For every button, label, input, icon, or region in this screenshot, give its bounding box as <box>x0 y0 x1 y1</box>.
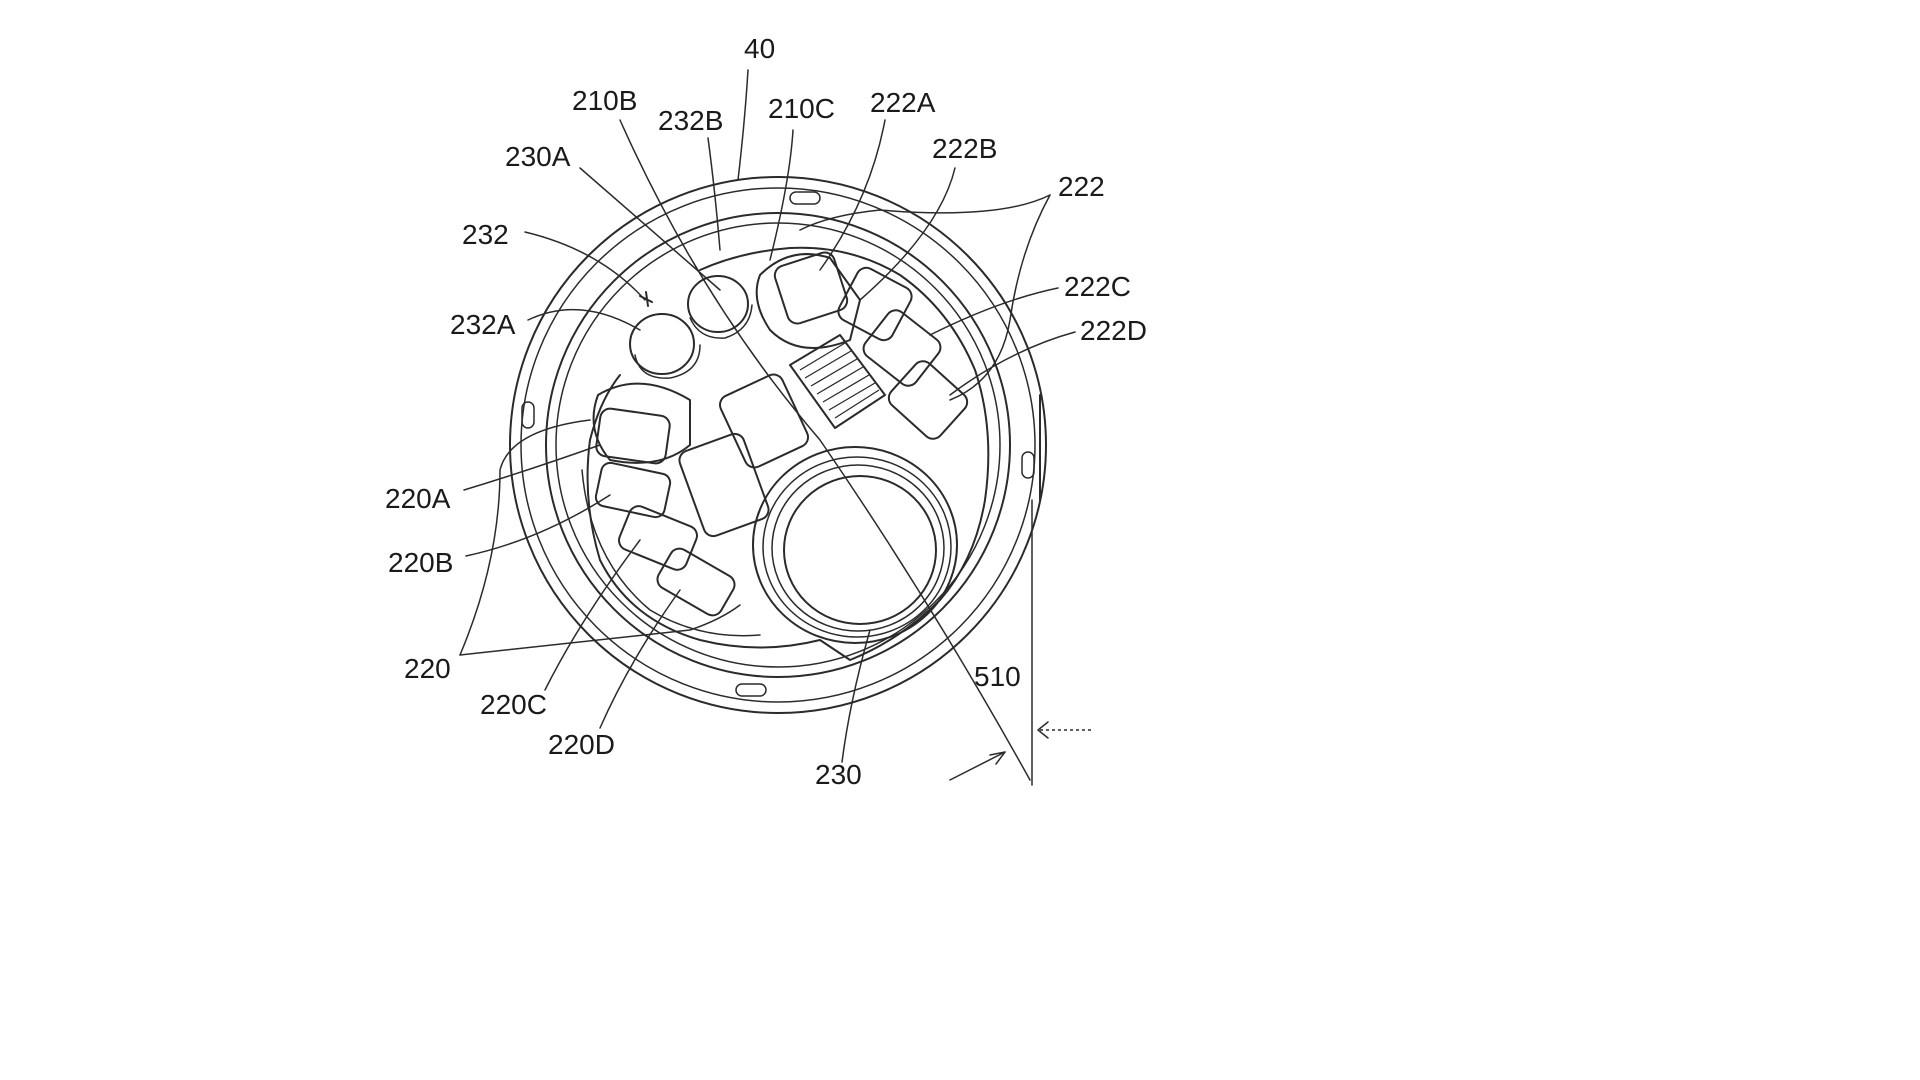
leader-222-top <box>799 194 1051 231</box>
element-232A-base <box>634 344 701 379</box>
outer-ring-inner-edge <box>520 187 1036 703</box>
right-notch <box>1021 451 1035 479</box>
inner-ring <box>545 212 1011 678</box>
label-220C: 220C <box>480 689 547 720</box>
outer-ring <box>509 176 1047 714</box>
outer-housing <box>509 176 1047 714</box>
leader-232B <box>707 137 721 251</box>
element-232A <box>629 313 695 375</box>
left-notch <box>521 401 535 429</box>
conductor-222B <box>837 266 913 342</box>
dimension-510-arrowhead-right <box>1037 721 1049 739</box>
leader-220-right <box>459 604 741 656</box>
label-222: 222 <box>1058 171 1105 202</box>
hatched-block-lines <box>799 342 880 419</box>
label-210B: 210B <box>572 85 637 116</box>
tube-ring-3 <box>771 464 945 632</box>
label-220D: 220D <box>548 729 615 760</box>
tube-outer <box>752 446 958 644</box>
conductor-222A <box>773 251 849 325</box>
label-210C: 210C <box>768 93 835 124</box>
leader-220D <box>599 589 681 729</box>
label-230: 230 <box>815 759 862 790</box>
conductor-group-222 <box>755 251 969 440</box>
leader-232 <box>524 231 646 301</box>
label-222C: 222C <box>1064 271 1131 302</box>
label-222D: 222D <box>1080 315 1147 346</box>
label-232: 232 <box>462 219 509 250</box>
hatched-block <box>789 334 886 429</box>
center-block-lower <box>678 432 770 538</box>
leader-220A <box>463 444 601 491</box>
marker-cross <box>639 291 653 307</box>
leader-210C <box>769 129 794 261</box>
tube-inner <box>783 475 937 625</box>
bottom-notch <box>735 683 767 697</box>
group-220-shell-top <box>592 382 691 464</box>
conductor-220D <box>656 547 736 617</box>
conductor-222C <box>862 309 942 387</box>
conductor-group-220 <box>581 382 761 637</box>
leader-220-up <box>459 419 591 656</box>
group-222-shell <box>755 253 861 349</box>
leader-220B <box>465 494 611 557</box>
group-220-shell-outer <box>581 469 761 637</box>
center-block-upper <box>718 373 810 469</box>
leader-lines <box>459 69 1076 763</box>
tube-230 <box>752 446 958 644</box>
dimension-lines <box>619 119 1092 786</box>
leader-222D <box>949 331 1076 396</box>
conductor-220C <box>618 505 698 571</box>
element-232B-base <box>689 304 753 339</box>
conductor-220A <box>595 407 671 465</box>
tube-ring-2 <box>762 456 952 638</box>
leader-40 <box>737 69 749 181</box>
leader-222-bottom <box>949 194 1051 401</box>
center-blocks <box>678 373 810 538</box>
label-232B: 232B <box>658 105 723 136</box>
line-210B <box>619 119 1031 781</box>
leader-222B <box>859 167 956 301</box>
label-222A: 222A <box>870 87 936 118</box>
dimension-510-arrow-left <box>949 751 1006 781</box>
leader-222A <box>819 119 886 271</box>
leader-230A <box>579 167 721 291</box>
fiber-pair-232 <box>629 275 753 379</box>
label-220A: 220A <box>385 483 451 514</box>
reference-labels: 40 210B 232B 210C 222A 222B 222 230A 232… <box>385 33 1147 790</box>
conductor-222D <box>887 360 969 440</box>
leader-220C <box>544 539 641 691</box>
label-220B: 220B <box>388 547 453 578</box>
label-220: 220 <box>404 653 451 684</box>
hatched-block-outline <box>789 334 886 429</box>
leader-222C <box>929 287 1059 336</box>
label-222B: 222B <box>932 133 997 164</box>
label-230A: 230A <box>505 141 571 172</box>
element-232B <box>687 275 749 333</box>
label-40: 40 <box>744 33 775 64</box>
top-notch <box>789 191 821 205</box>
leader-232A <box>527 308 641 331</box>
dimension-510-arrowhead-left <box>989 751 1006 765</box>
label-232A: 232A <box>450 309 516 340</box>
patent-figure: 40 210B 232B 210C 222A 222B 222 230A 232… <box>385 33 1147 790</box>
leader-230 <box>841 629 871 763</box>
conductor-220B <box>594 461 672 519</box>
label-510: 510 <box>974 661 1021 692</box>
